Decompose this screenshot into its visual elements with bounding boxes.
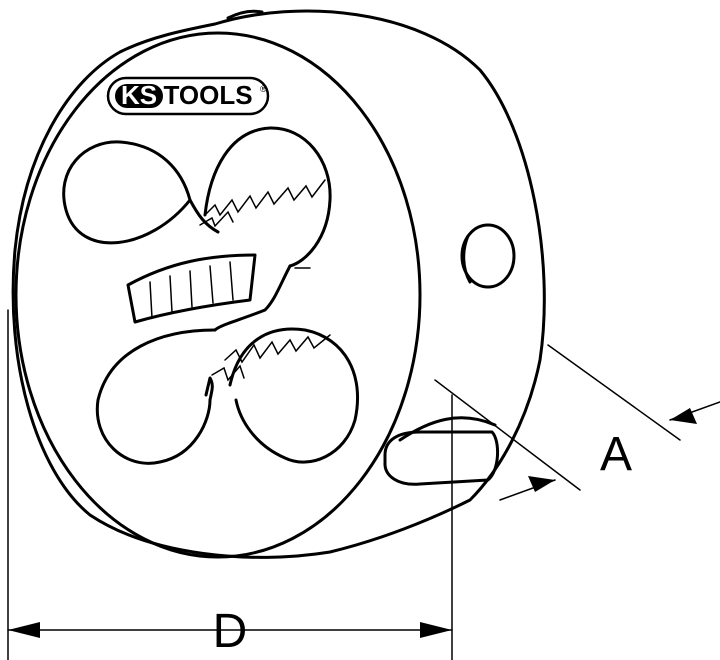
thickness-label: A	[600, 428, 632, 481]
side-hole	[460, 223, 516, 289]
ks-tools-logo: KS TOOLS ®	[106, 76, 270, 116]
die-body	[11, 9, 546, 559]
logo-brand-right: TOOLS	[163, 80, 252, 110]
registered-mark: ®	[260, 84, 267, 94]
logo-brand-left: KS	[121, 80, 157, 110]
die-openings	[62, 126, 360, 465]
diameter-dimension: D	[7, 309, 453, 660]
diameter-label: D	[213, 605, 248, 658]
thickness-dimension: A	[434, 344, 720, 501]
